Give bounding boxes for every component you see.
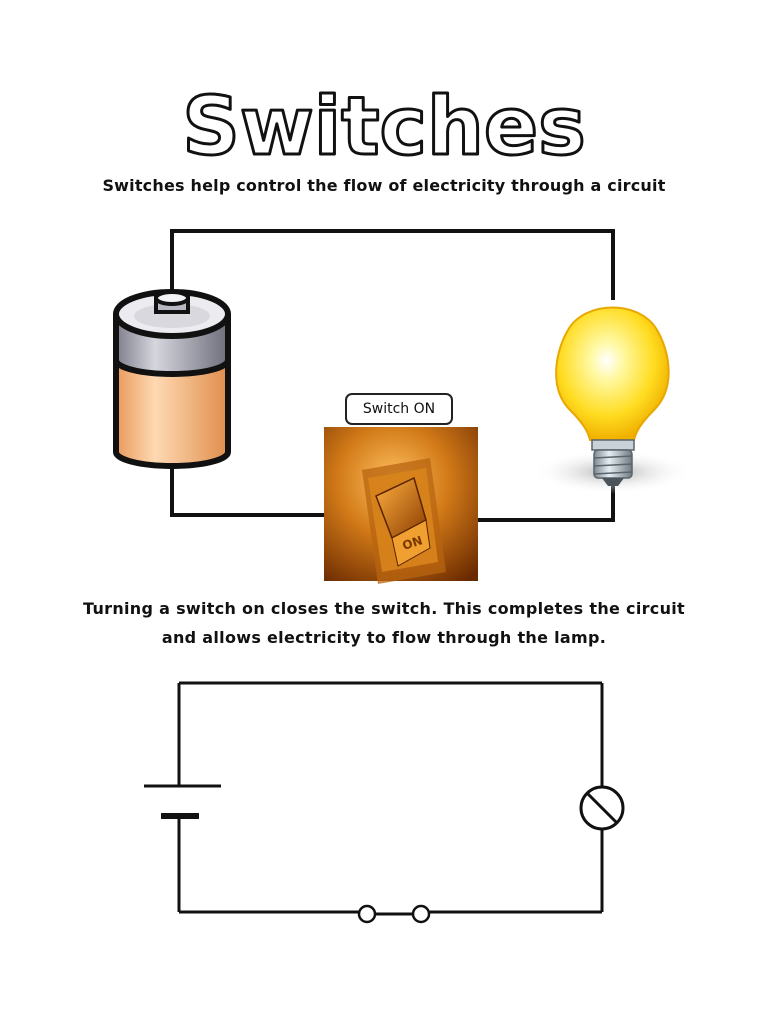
page-title: Switches: [182, 80, 585, 173]
diagram-switch-terminal-left: [357, 904, 377, 924]
light-bulb-illustration: [532, 306, 692, 494]
caption-line-2: and allows electricity to flow through t…: [161, 628, 607, 647]
switch-photo: ON: [324, 427, 478, 584]
switch-label: Switch ON: [345, 393, 453, 425]
switch-on-marking: ON: [401, 533, 425, 553]
wire-switch-to-bulb: [462, 484, 615, 522]
wire-top: [170, 229, 615, 300]
diagram-lamp-filament: [586, 792, 618, 824]
caption: Turning a switch on closes the switch. T…: [0, 594, 768, 652]
caption-line-1: Turning a switch on closes the switch. T…: [82, 599, 686, 618]
diagram-switch-terminal-right: [411, 904, 431, 924]
page-title-graphic: Switches: [181, 79, 587, 175]
subtitle: Switches help control the flow of electr…: [102, 176, 666, 195]
battery-illustration: [113, 289, 231, 469]
wire-battery-to-switch: [170, 450, 340, 517]
